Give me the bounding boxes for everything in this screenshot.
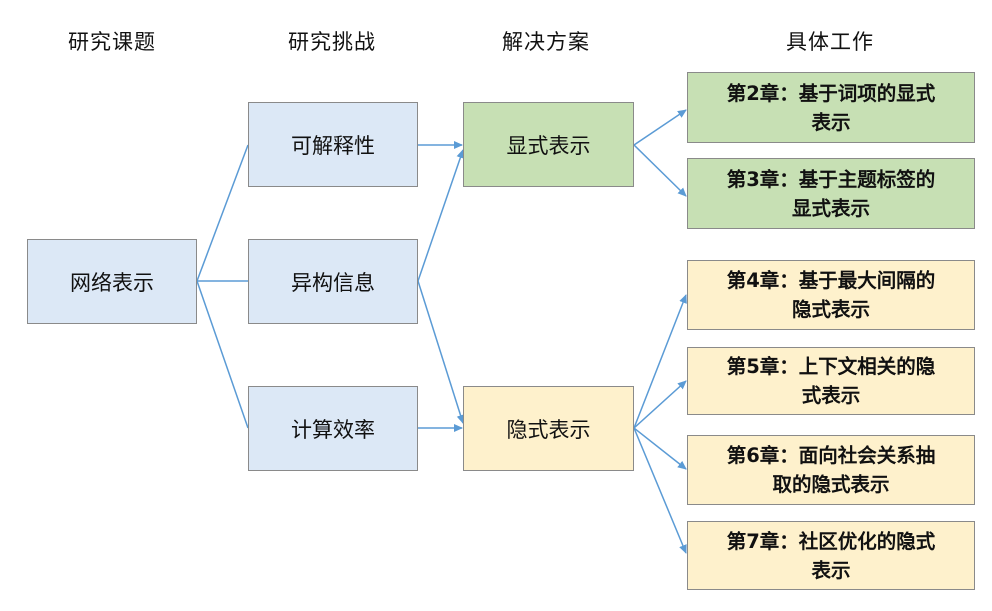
header-research-topic: 研究课题 xyxy=(68,30,156,54)
work-line-2: 表示 xyxy=(811,110,851,134)
node-label: 隐式表示 xyxy=(506,417,591,442)
work-chapter-4: 第4章：基于最大间隔的隐式表示 xyxy=(687,260,975,330)
node-label: 网络表示 xyxy=(70,270,154,295)
header-research-challenge: 研究挑战 xyxy=(288,30,376,54)
node-computational-efficiency: 计算效率 xyxy=(248,386,418,471)
work-line-1: 第2章：基于词项的显式 xyxy=(726,81,936,105)
node-network-representation: 网络表示 xyxy=(27,239,197,324)
work-chapter-2: 第2章：基于词项的显式表示 xyxy=(687,72,975,143)
arrow-heterogeneous-explicit xyxy=(417,149,465,282)
work-line-2: 显式表示 xyxy=(791,196,870,220)
work-line-1: 第6章：面向社会关系抽 xyxy=(726,444,936,467)
work-line-1: 第7章：社区优化的隐式 xyxy=(726,529,936,553)
edge-topic-efficiency xyxy=(196,280,249,429)
work-line-2: 表示 xyxy=(811,558,851,582)
arrow-implicit-ch6 xyxy=(633,427,687,470)
header-specific-work: 具体工作 xyxy=(786,30,874,54)
work-line-2: 隐式表示 xyxy=(791,298,870,321)
node-label: 可解释性 xyxy=(291,133,375,158)
work-line-1: 第5章：上下文相关的隐 xyxy=(726,355,936,378)
arrow-heterogeneous-implicit xyxy=(417,280,465,424)
work-line-2: 式表示 xyxy=(801,384,861,407)
arrow-implicit-ch4 xyxy=(633,294,687,429)
work-line-1: 第4章：基于最大间隔的 xyxy=(726,269,936,292)
arrow-explicit-ch3 xyxy=(633,144,687,197)
arrow-implicit-ch7 xyxy=(633,427,687,554)
node-label: 异构信息 xyxy=(291,270,375,295)
work-line-2: 取的隐式表示 xyxy=(772,473,890,496)
work-line-1: 第3章：基于主题标签的 xyxy=(726,167,936,191)
work-chapter-6: 第6章：面向社会关系抽取的隐式表示 xyxy=(687,435,975,505)
node-implicit-representation: 隐式表示 xyxy=(463,386,634,471)
work-chapter-7: 第7章：社区优化的隐式表示 xyxy=(687,521,975,590)
arrow-explicit-ch2 xyxy=(633,109,687,146)
node-label: 计算效率 xyxy=(291,417,375,442)
edge-topic-interpretability xyxy=(196,144,249,282)
node-label: 显式表示 xyxy=(506,133,591,158)
work-chapter-3: 第3章：基于主题标签的显式表示 xyxy=(687,158,975,229)
node-interpretability: 可解释性 xyxy=(248,102,418,187)
node-explicit-representation: 显式表示 xyxy=(463,102,634,187)
node-heterogeneous-info: 异构信息 xyxy=(248,239,418,324)
arrow-implicit-ch5 xyxy=(633,380,687,429)
work-chapter-5: 第5章：上下文相关的隐式表示 xyxy=(687,347,975,415)
header-solution: 解决方案 xyxy=(502,30,590,54)
